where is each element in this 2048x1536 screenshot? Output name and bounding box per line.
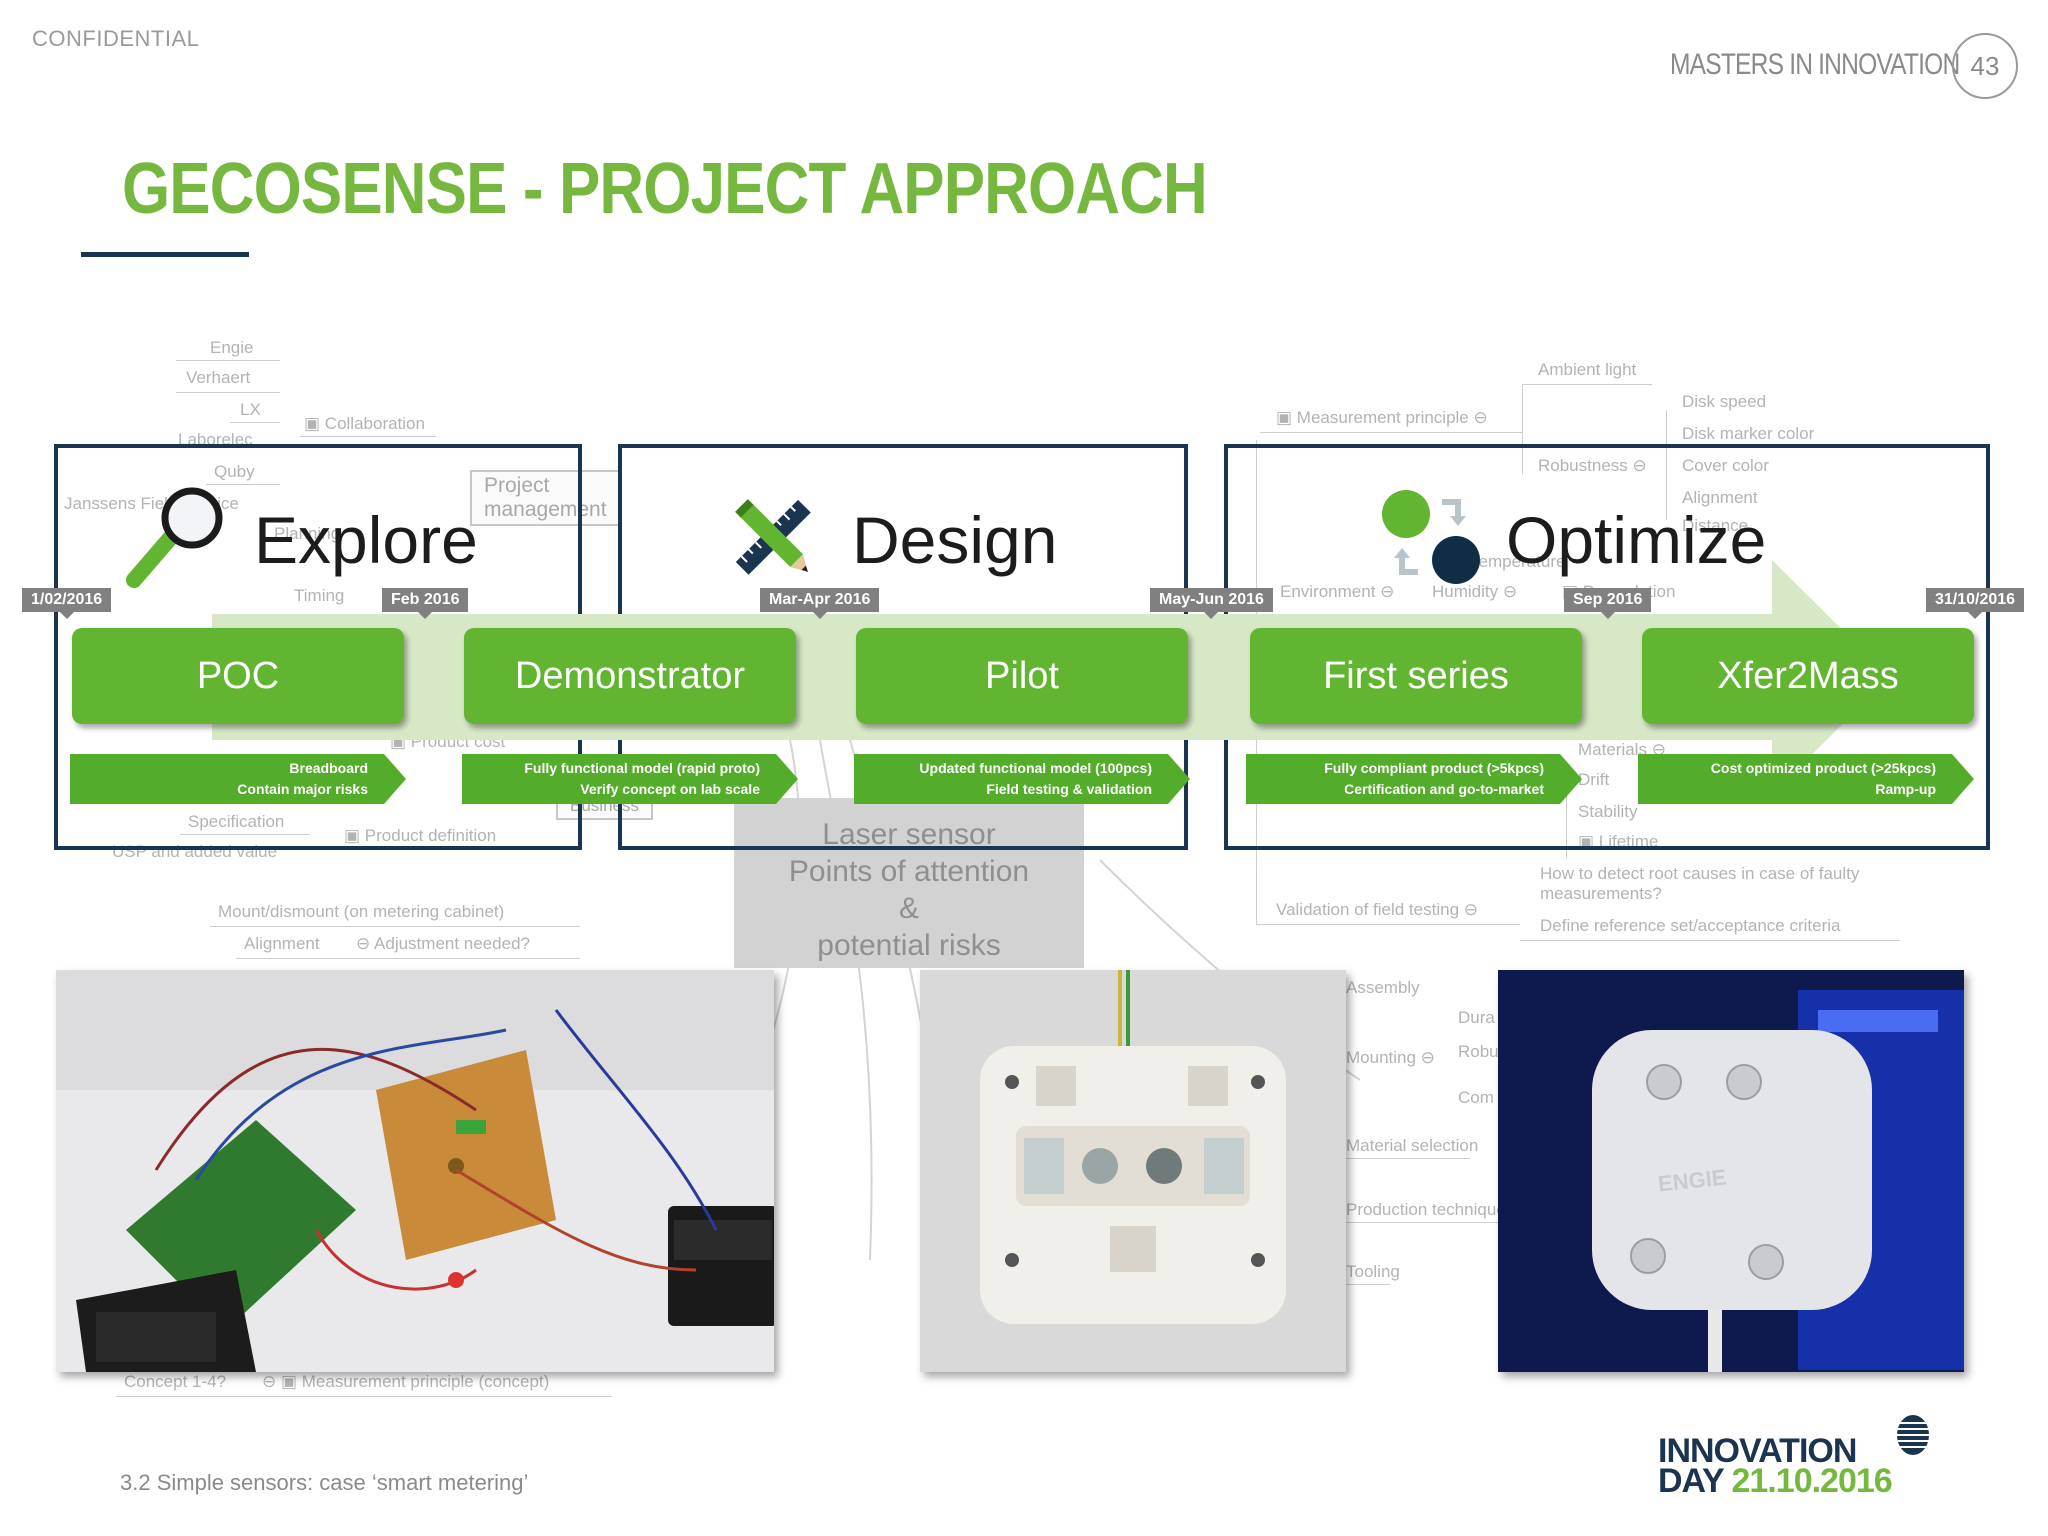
innovation-day-globe-icon xyxy=(1896,1415,1930,1455)
stage-description: Fully compliant product (>5kpcs) Certifi… xyxy=(1246,754,1582,804)
mindmap-item: LX xyxy=(240,400,261,419)
pencil-ruler-icon xyxy=(735,499,811,575)
mindmap-item: Dura xyxy=(1458,1008,1495,1027)
mindmap-item: Distance xyxy=(1682,516,1749,535)
mindmap-item: Concept 1-4? xyxy=(124,1372,227,1391)
date-tag: Mar-Apr 2016 xyxy=(760,588,880,619)
mindmap-item: Com xyxy=(1458,1088,1494,1107)
innovation-day-logo-line1: INNOVATION xyxy=(1658,1432,1857,1470)
mindmap-item: Ambient light xyxy=(1538,360,1637,379)
photo-demonstrator-housing xyxy=(920,970,1346,1372)
stage-demonstrator: Demonstrator xyxy=(464,628,796,724)
stage-pilot: Pilot xyxy=(856,628,1188,724)
mindmap-item: Planning xyxy=(274,524,341,543)
mindmap-item: ▣ Collaboration xyxy=(304,414,425,433)
innovation-day-logo-line2: DAY 21.10.2016 xyxy=(1658,1462,1893,1500)
mindmap-node-project-management: Project management xyxy=(470,470,621,526)
mindmap-item: Disk marker color xyxy=(1682,424,1815,443)
mindmap-item: Specification xyxy=(188,812,285,831)
mindmap-item: Tooling xyxy=(1346,1262,1400,1281)
confidential-label: CONFIDENTIAL xyxy=(32,26,200,51)
stage-first-series: First series xyxy=(1250,628,1582,724)
mindmap-item: Timing xyxy=(294,586,345,605)
mindmap-item: Robustness ⊖ xyxy=(1538,456,1647,475)
mindmap-item: Define reference set/acceptance criteria xyxy=(1540,916,1841,935)
mindmap-item: Stability xyxy=(1578,802,1638,821)
date-tag: May-Jun 2016 xyxy=(1150,588,1273,619)
mindmap-item: Mounting ⊖ xyxy=(1346,1048,1435,1067)
stage-description: Updated functional model (100pcs) Field … xyxy=(854,754,1190,804)
mindmap-item: Alignment xyxy=(244,934,320,953)
mindmap-item: Production technique xyxy=(1346,1200,1506,1219)
mindmap-item: Material selection xyxy=(1346,1136,1479,1155)
mindmap-item: Cover color xyxy=(1682,456,1769,475)
stage-description: Breadboard Contain major risks xyxy=(70,754,406,804)
masters-in-innovation-label: MASTERS IN INNOVATION xyxy=(1670,48,1960,81)
date-tag: 31/10/2016 xyxy=(1926,588,2025,619)
title-underline xyxy=(81,252,249,257)
photo-final-sensor: ENGIE xyxy=(1498,970,1964,1372)
stage-poc: POC xyxy=(72,628,404,724)
date-tag: 1/02/2016 xyxy=(22,588,112,619)
phase-label-design: Design xyxy=(852,503,1058,577)
mindmap-item: ▣ Product definition xyxy=(344,826,497,845)
mindmap-item: Environment ⊖ xyxy=(1280,582,1395,601)
phase-label-optimize: Optimize xyxy=(1506,503,1767,577)
breadboard-photo-drawing xyxy=(56,970,774,1372)
mindmap-item: How to detect root causes in case of fau… xyxy=(1540,864,1860,903)
date-tag: Feb 2016 xyxy=(382,588,469,619)
mindmap-item: Mount/dismount (on metering cabinet) xyxy=(218,902,505,921)
risk-node: Laser sensor Points of attention & poten… xyxy=(734,798,1084,968)
stage-description: Fully functional model (rapid proto) Ver… xyxy=(462,754,798,804)
cycle-icon xyxy=(1382,490,1480,584)
mindmap-item: Humidity ⊖ xyxy=(1432,582,1518,601)
housing-photo-drawing xyxy=(920,970,1346,1372)
date-tag: Sep 2016 xyxy=(1564,588,1652,619)
mindmap-item: Engie xyxy=(210,338,254,357)
page-number: 43 xyxy=(1952,33,2018,99)
mindmap-item: Verhaert xyxy=(186,368,251,387)
phase-label-explore: Explore xyxy=(254,503,478,577)
mindmap-item: ⊖ Adjustment needed? xyxy=(356,934,530,953)
magnifier-icon xyxy=(126,487,223,588)
mindmap-item: Temperature xyxy=(1470,552,1566,571)
mindmap-item: Validation of field testing ⊖ xyxy=(1276,900,1478,919)
slide-title: GECOSENSE - PROJECT APPROACH xyxy=(122,149,1208,229)
mindmap-item: ⊖ ▣ Measurement principle (concept) xyxy=(262,1372,550,1391)
photo-breadboard xyxy=(56,970,774,1372)
stage-description: Cost optimized product (>25kpcs) Ramp-up xyxy=(1638,754,1974,804)
mindmap-item: Disk speed xyxy=(1682,392,1767,411)
mindmap-item: Quby xyxy=(214,462,255,481)
mindmap-item: Alignment xyxy=(1682,488,1758,507)
mindmap-item: ▣ Measurement principle ⊖ xyxy=(1276,408,1488,427)
mindmap-item: Assembly xyxy=(1346,978,1420,997)
mindmap-item: Drift xyxy=(1578,770,1610,789)
mindmap-item: Robu xyxy=(1458,1042,1499,1061)
footer-section-label: 3.2 Simple sensors: case ‘smart metering… xyxy=(120,1470,529,1495)
stage-xfer2mass: Xfer2Mass xyxy=(1642,628,1974,724)
final-sensor-photo-drawing xyxy=(1498,970,1964,1372)
